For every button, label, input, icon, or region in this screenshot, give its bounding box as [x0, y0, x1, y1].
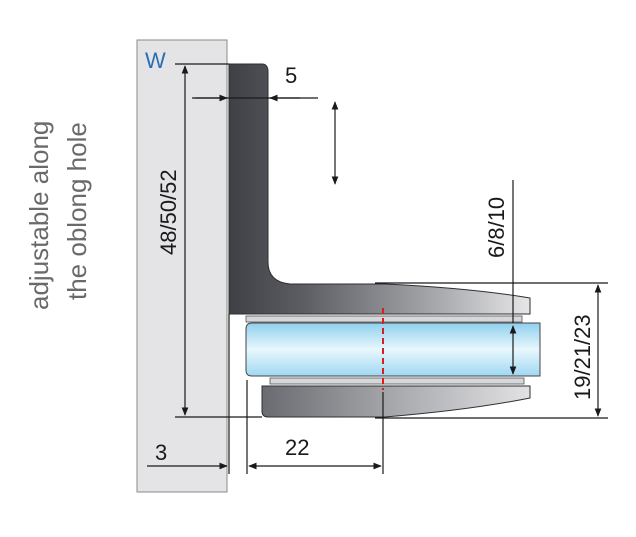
- glass-label: 6/8/10: [484, 197, 509, 258]
- side-note-line2: the oblong hole: [62, 122, 92, 300]
- bottom-pad: [269, 377, 525, 385]
- glass-pane: [245, 322, 541, 377]
- wall-label: W: [145, 48, 166, 73]
- side-note-line1: adjustable along: [24, 121, 54, 310]
- clamp-height-label: 19/21/23: [570, 314, 595, 400]
- bottom-clamp: [261, 385, 531, 418]
- bracket-body: [228, 63, 531, 315]
- height-label: 48/50/52: [156, 169, 181, 255]
- wall-gap-label: 3: [155, 440, 167, 465]
- wall: [136, 39, 228, 493]
- top-thickness-label: 5: [285, 63, 297, 88]
- depth-label: 22: [285, 435, 309, 460]
